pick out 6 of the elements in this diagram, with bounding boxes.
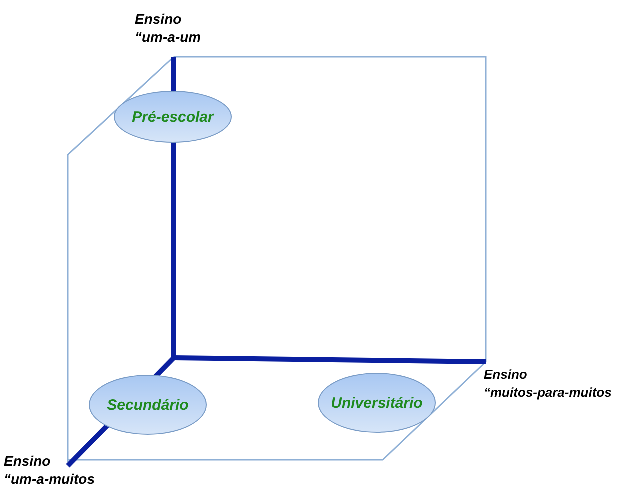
- axis-label: Ensino “um-a-um: [135, 10, 202, 46]
- axis-label: Ensino “muitos-para-muitos: [484, 366, 612, 402]
- node-label: Pré-escolar: [132, 108, 214, 126]
- axis-label: Ensino “um-a-muitos: [4, 452, 95, 488]
- node-label: Secundário: [107, 396, 189, 414]
- node-label: Universitário: [331, 394, 423, 412]
